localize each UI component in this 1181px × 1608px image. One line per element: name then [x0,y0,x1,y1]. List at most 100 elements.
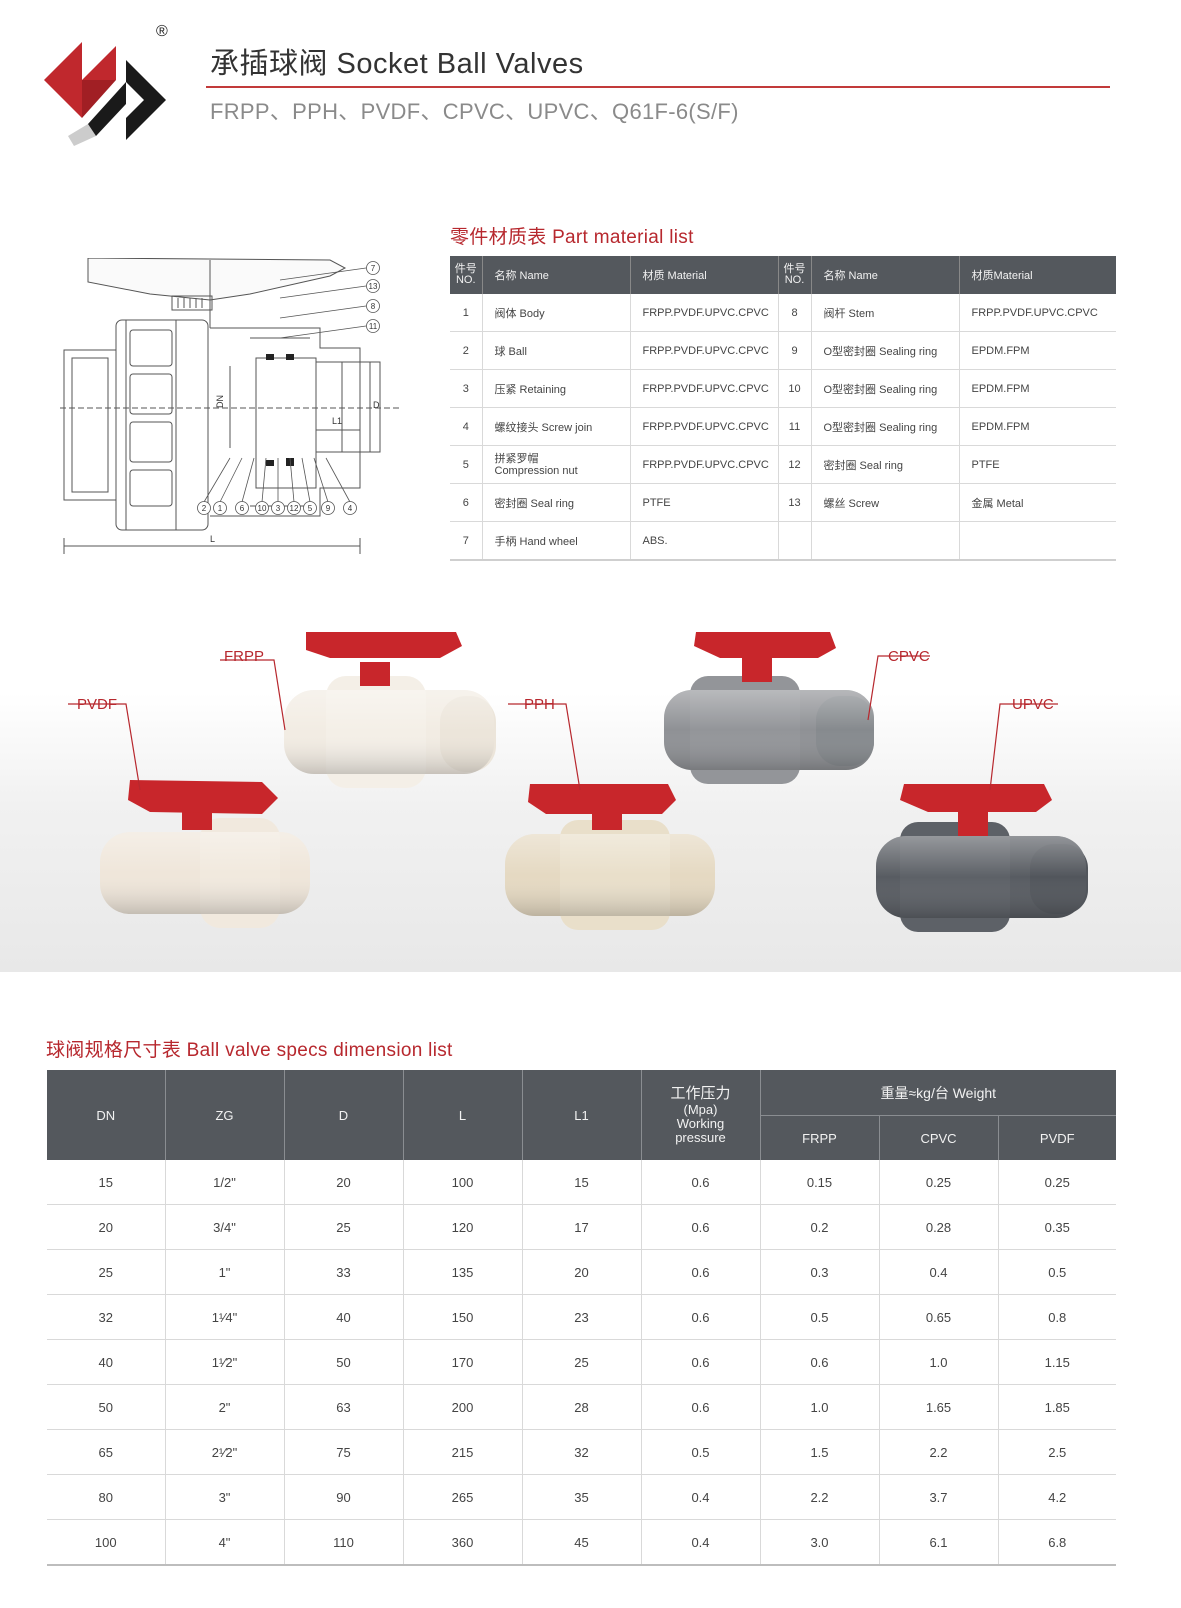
callout-number: 10 [258,504,267,513]
cell-d: 90 [284,1474,404,1520]
cell-cpvc: 1.65 [879,1384,999,1430]
cell-dn: 25 [47,1249,166,1295]
cell-pvdf: 2.5 [998,1429,1117,1475]
cell-zg: 3" [165,1474,285,1520]
cell-frpp: 0.2 [760,1204,880,1250]
cell-dn: 80 [47,1474,166,1520]
specs-subheader-row: FRPP CPVC PVDF [47,1115,1117,1160]
cell-pvdf: 0.5 [998,1249,1117,1295]
cell-pvdf: 0.8 [998,1294,1117,1340]
header-name: 名称 Name [482,256,631,294]
cell-l1: 25 [522,1339,642,1385]
cell-dn: 40 [47,1339,166,1385]
cell-l: 200 [403,1384,523,1430]
callout-number: 1 [218,504,223,513]
header-working-pressure: 工作压力 (Mpa) Working pressure [641,1070,761,1160]
dim-l: L [210,534,215,544]
cell-d: 33 [284,1249,404,1295]
cell-wp: 0.6 [641,1294,761,1340]
specs-header-row: DN ZG D L L1 工作压力 (Mpa) Working pressure… [47,1070,1117,1160]
callout-circle [343,501,357,515]
callout-circle [213,501,227,515]
page-title: 承插球阀 Socket Ball Valves [210,48,584,80]
cell-frpp: 0.15 [760,1160,880,1205]
callout-circle [235,501,249,515]
cell-l1: 28 [522,1384,642,1430]
header-zg: ZG [165,1070,285,1160]
callout-number: 12 [290,504,299,513]
pvdf-valve [100,780,310,928]
cell-l: 265 [403,1474,523,1520]
header-pvdf: PVDF [998,1115,1117,1160]
cell-pvdf: 0.35 [998,1204,1117,1250]
cell-l1: 15 [522,1160,642,1205]
title-rule [206,86,1110,88]
cell-zg: 3/4" [165,1204,285,1250]
callout-circle [366,261,380,275]
callout-number: 6 [240,504,245,513]
callout-circle [366,279,380,293]
specs-table-title: 球阀规格尺寸表 Ball valve specs dimension list [46,1040,453,1061]
cell-d: 75 [284,1429,404,1475]
dim-dn: DN [215,395,225,408]
callout-circle [366,299,380,313]
cell-wp: 0.6 [641,1339,761,1385]
cell-l: 100 [403,1160,523,1205]
header-name-2: 名称 Name [811,256,960,294]
cell-d: 50 [284,1339,404,1385]
cell-wp: 0.4 [641,1474,761,1520]
callout-number: 7 [371,264,376,273]
page-subtitle: FRPP、PPH、PVDF、CPVC、UPVC、Q61F-6(S/F) [210,99,739,124]
callout-circle [366,319,380,333]
cell-l1: 35 [522,1474,642,1520]
cell-dn: 65 [47,1429,166,1475]
cell-d: 40 [284,1294,404,1340]
cell-frpp: 3.0 [760,1519,880,1566]
callout-number: 8 [371,302,376,311]
cell-frpp: 0.6 [760,1339,880,1385]
cell-l: 120 [403,1204,523,1250]
cell-pvdf: 4.2 [998,1474,1117,1520]
cell-cpvc: 0.4 [879,1249,999,1295]
label-upvc: UPVC [1012,696,1054,713]
callout-circle [303,501,317,515]
cell-wp: 0.6 [641,1384,761,1430]
callout-number: 11 [369,322,378,331]
cell-frpp: 2.2 [760,1474,880,1520]
header-material-2: 材质Material [959,256,1116,294]
cell-cpvc: 0.25 [879,1160,999,1205]
cell-pvdf: 1.15 [998,1339,1117,1385]
callout-circle [255,501,269,515]
cell-cpvc: 3.7 [879,1474,999,1520]
cell-zg: 1" [165,1249,285,1295]
callout-number: 3 [276,504,281,513]
callout-number: 4 [348,504,353,513]
cell-frpp: 0.5 [760,1294,880,1340]
cell-wp: 0.4 [641,1519,761,1566]
cell-zg: 2¹⁄2" [165,1429,285,1475]
callout-circle [287,501,301,515]
cell-d: 63 [284,1384,404,1430]
cell-wp: 0.6 [641,1204,761,1250]
cell-wp: 0.6 [641,1249,761,1295]
dim-d: D [373,400,380,410]
registered-mark: ® [156,23,168,40]
cell-cpvc: 0.65 [879,1294,999,1340]
cell-frpp: 1.0 [760,1384,880,1430]
cell-wp: 0.5 [641,1429,761,1475]
cell-d: 110 [284,1519,404,1566]
label-pvdf: PVDF [77,696,118,713]
cell-pvdf: 0.25 [998,1160,1117,1205]
header-cpvc: CPVC [879,1115,999,1160]
